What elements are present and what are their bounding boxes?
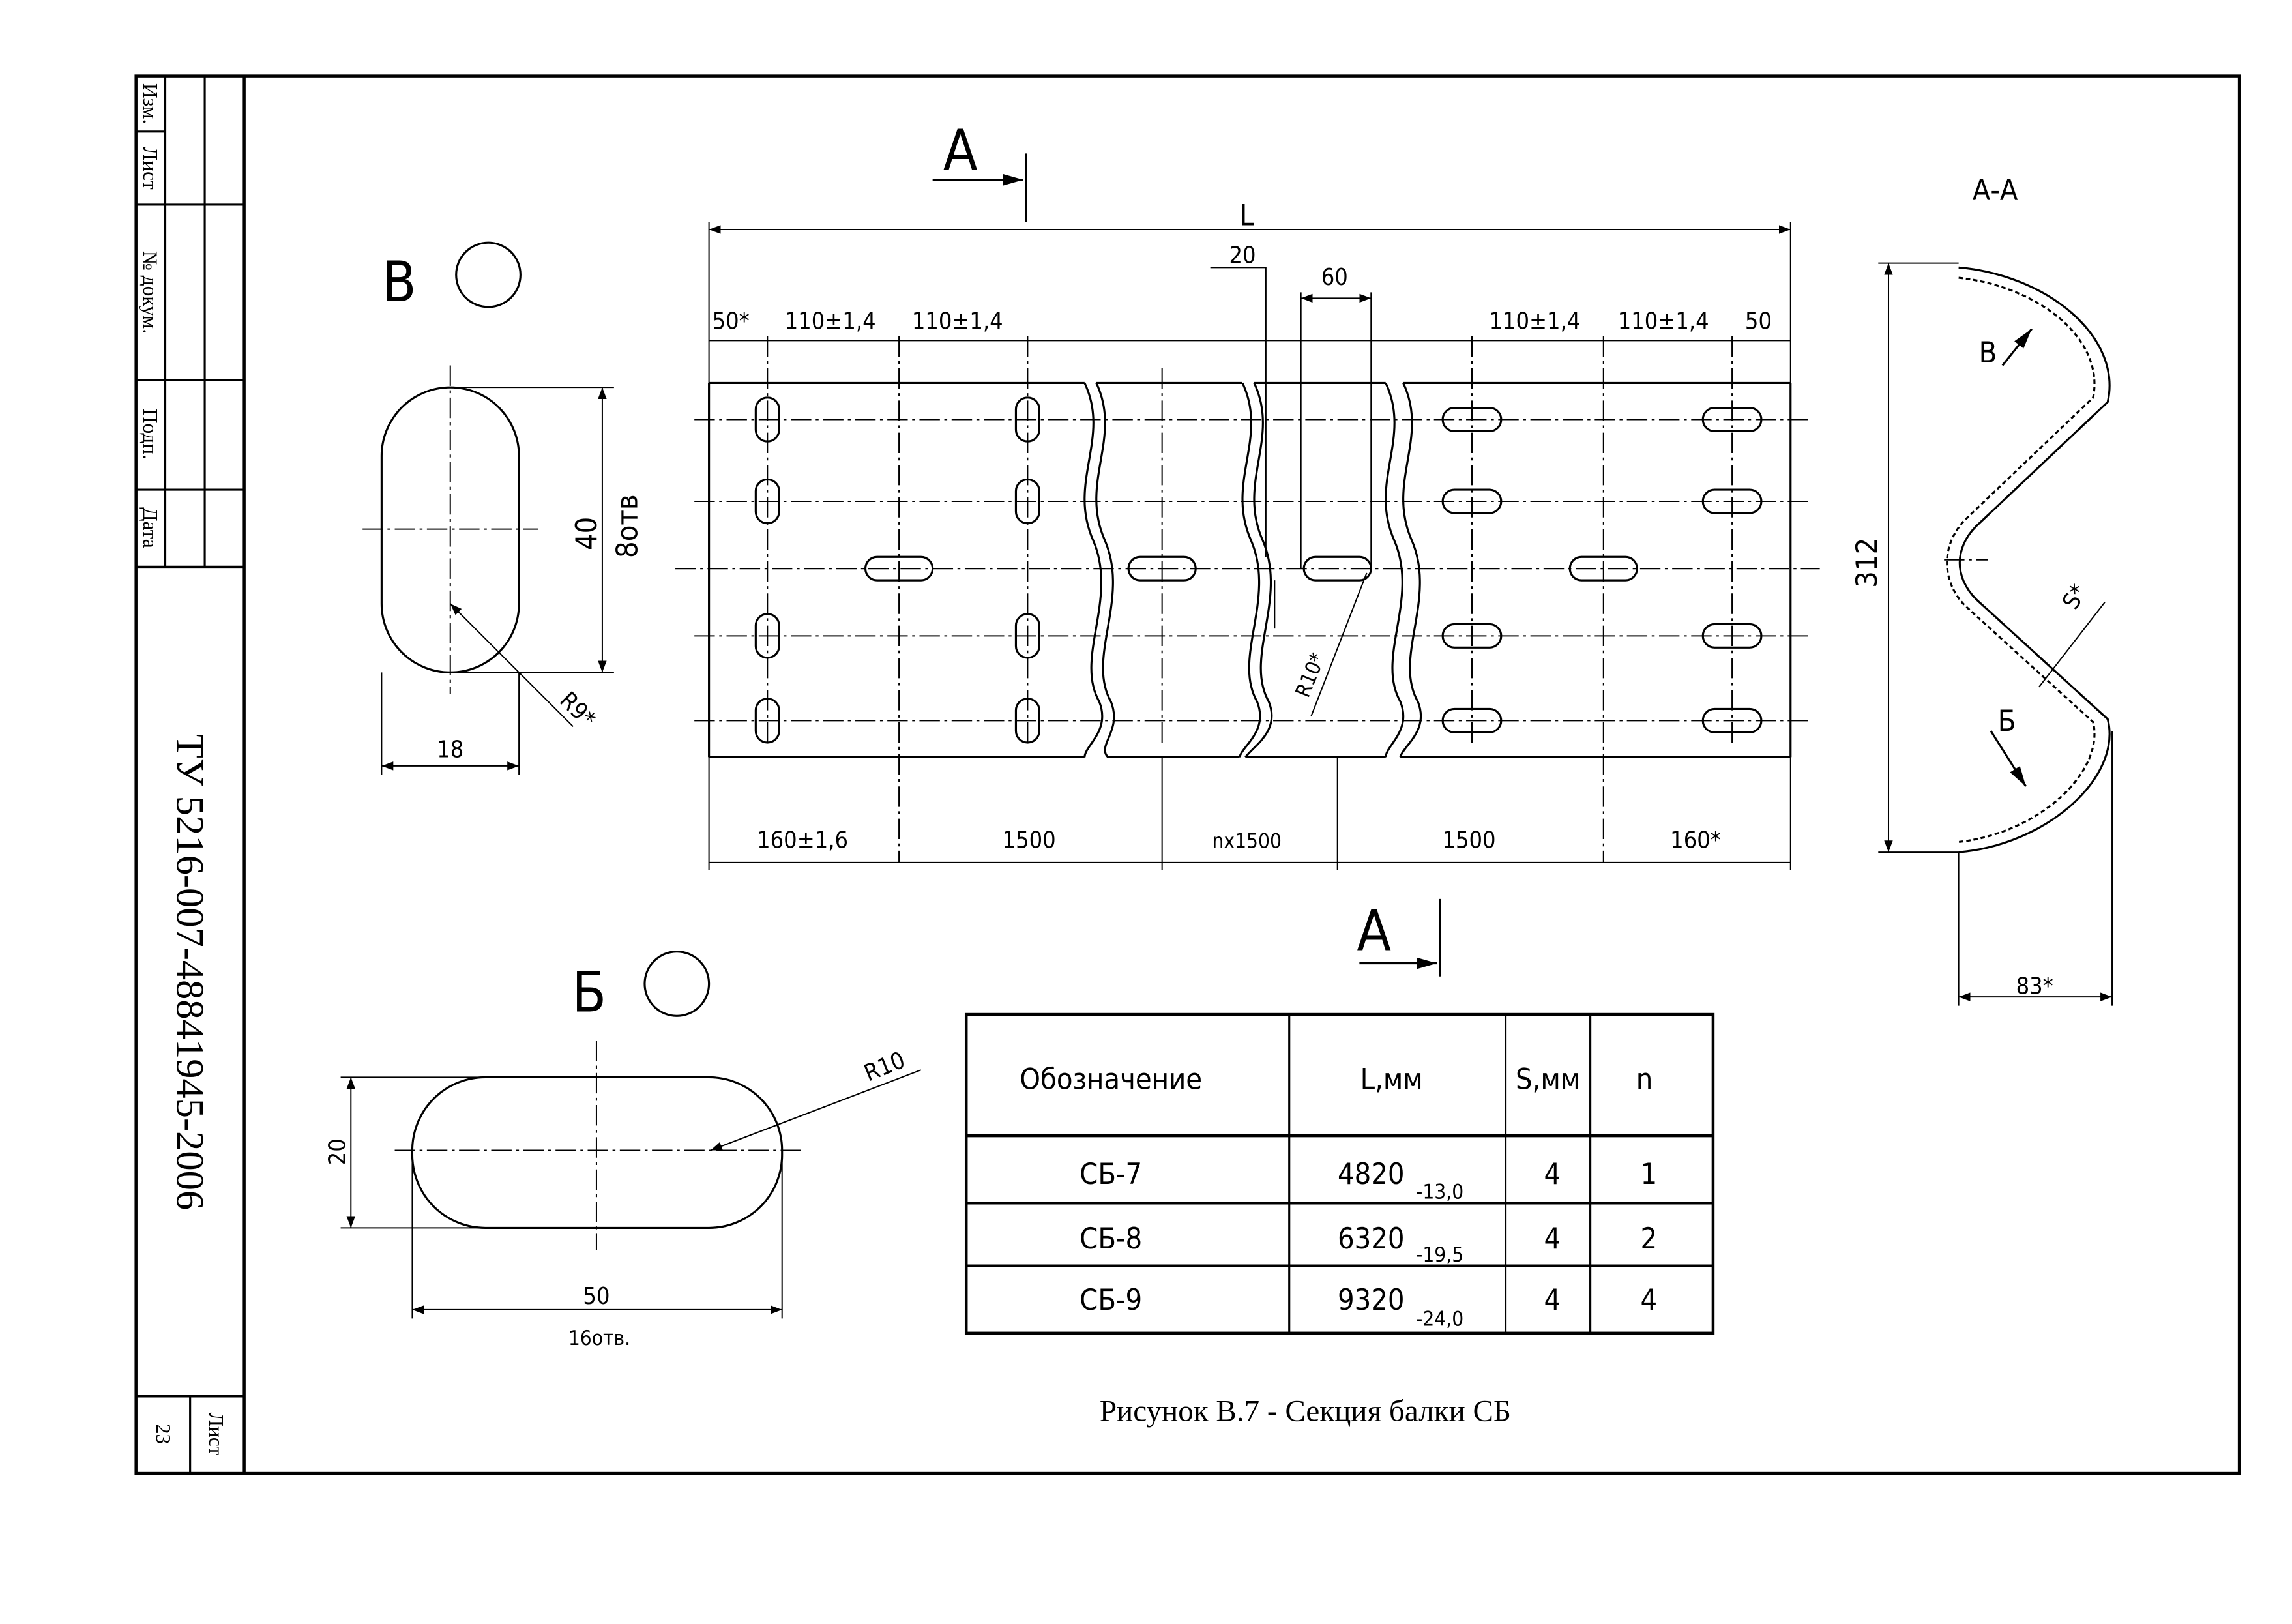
detail-b-radius: R10	[860, 1047, 909, 1087]
cell-name: СБ-9	[1080, 1282, 1142, 1317]
label-signature: Подп.	[139, 409, 162, 460]
dim-bottom-3: 1500	[1442, 827, 1495, 853]
section-mark-bottom: А	[1357, 899, 1391, 964]
dim-top-5: 110±1,4	[1489, 308, 1580, 334]
dim-top-0: 50*	[713, 308, 750, 334]
section-view-b: Б	[1998, 703, 2016, 738]
dim-overall-length: L	[1239, 198, 1254, 232]
cell-n: 4	[1640, 1282, 1657, 1317]
dim-top-4: 60	[1321, 264, 1348, 291]
cell-tolerance: -24,0	[1416, 1308, 1463, 1331]
figure-caption: Рисунок В.7 - Секция балки СБ	[1100, 1394, 1511, 1428]
detail-view-icon	[455, 241, 522, 308]
table-row: СБ-9 9320 -24,0 4 4	[1080, 1282, 1657, 1331]
cell-tolerance: -19,5	[1416, 1243, 1463, 1267]
dim-top-3: 20	[1229, 243, 1256, 269]
section-height: 312	[1849, 538, 1884, 588]
table-row: СБ-8 6320 -19,5 4 2	[1080, 1221, 1657, 1267]
cell-length: 6320	[1338, 1221, 1405, 1256]
dim-top-6: 110±1,4	[1618, 308, 1709, 334]
detail-v-width: 18	[437, 736, 463, 763]
dim-top-7: 50	[1745, 308, 1772, 334]
detail-v-label: В	[382, 250, 417, 315]
detail-v-height: 40	[569, 517, 604, 550]
table-header-designation: Обозначение	[1020, 1061, 1202, 1096]
dim-bottom-4: 160*	[1670, 827, 1721, 853]
detail-b-width: 50	[583, 1283, 610, 1310]
sheet-frame	[134, 74, 2241, 1475]
dimension-lines	[708, 222, 1791, 870]
table-header-n: n	[1636, 1061, 1653, 1096]
cell-s: 4	[1544, 1157, 1561, 1191]
slots	[754, 396, 1763, 744]
cell-n: 1	[1640, 1157, 1657, 1191]
section-aa: А-А 312 83* В Б S*	[1849, 173, 2113, 1006]
label-izm: Изм.	[139, 83, 162, 124]
section-mark-top: А	[943, 119, 977, 183]
title-block: Изм. Лист № докум. Подп. Дата ТУ 5216-00…	[139, 83, 228, 1456]
detail-v: В 40 8отв 18 R9*	[362, 241, 645, 775]
dim-radius-main: R10*	[1291, 650, 1330, 701]
cell-name: СБ-8	[1080, 1221, 1142, 1256]
dim-bottom-1: 1500	[1003, 827, 1056, 853]
sheet-label: Лист	[205, 1413, 228, 1456]
detail-view-icon	[643, 951, 711, 1017]
cell-s: 4	[1544, 1221, 1561, 1256]
table-row: СБ-7 4820 -13,0 4 1	[1080, 1157, 1657, 1203]
table-header-length: L,мм	[1360, 1061, 1423, 1096]
cell-length: 9320	[1338, 1282, 1405, 1317]
cell-name: СБ-7	[1080, 1157, 1142, 1191]
section-view-v: В	[1979, 335, 1997, 370]
dim-top-2: 110±1,4	[912, 308, 1003, 334]
section-depth: 83*	[2016, 973, 2053, 1000]
cell-s: 4	[1544, 1282, 1561, 1317]
detail-b-height: 20	[324, 1138, 351, 1165]
table-header-thickness: S,мм	[1516, 1061, 1580, 1096]
dim-bottom-0: 160±1,6	[757, 827, 848, 853]
detail-b-count: 16отв.	[568, 1327, 630, 1350]
beam-main-view: А L 50* 110±1,4 110±1,4 20 60 110±1,4 11…	[675, 119, 1820, 977]
section-thickness: S*	[2057, 580, 2093, 613]
cell-length: 4820	[1338, 1157, 1405, 1191]
detail-v-count: 8отв	[610, 494, 645, 558]
detail-b-label: Б	[572, 961, 606, 1026]
sheet-number: 23	[152, 1424, 175, 1444]
label-doc-number: № докум.	[139, 251, 162, 334]
section-aa-label: А-А	[1973, 173, 2018, 207]
detail-v-radius: R9*	[554, 687, 600, 733]
dim-bottom-2: nx1500	[1212, 829, 1281, 853]
label-date: Дата	[139, 507, 162, 548]
document-code: ТУ 5216-007-48841945-2006	[168, 734, 211, 1210]
cell-tolerance: -13,0	[1416, 1181, 1463, 1204]
label-list: Лист	[139, 147, 162, 190]
spec-table: Обозначение L,мм S,мм n СБ-7 4820 -13,0 …	[964, 1012, 1715, 1335]
cell-n: 2	[1640, 1221, 1657, 1256]
dim-top-1: 110±1,4	[785, 308, 876, 334]
detail-b: Б 20 50 16отв. R10	[324, 951, 922, 1350]
centerlines	[675, 336, 1820, 863]
